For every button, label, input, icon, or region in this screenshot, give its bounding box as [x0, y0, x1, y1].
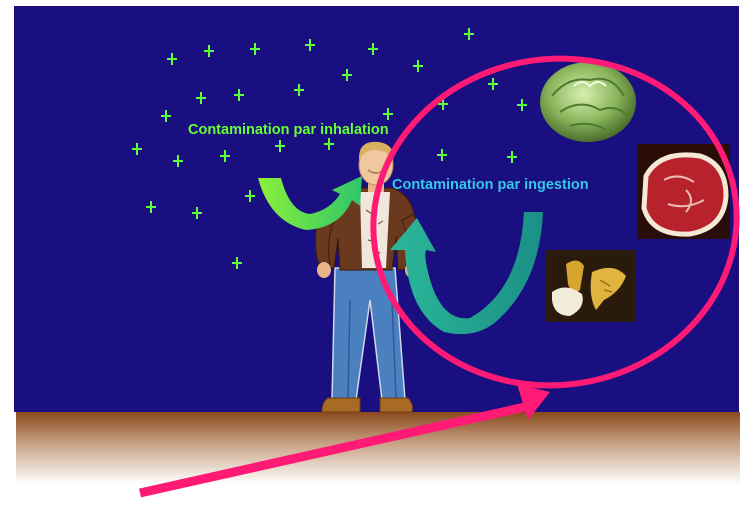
ingestion-label: Contamination par ingestion — [392, 177, 589, 193]
mushroom-icon — [546, 250, 635, 322]
inhalation-label: Contamination par inhalation — [188, 122, 389, 138]
soil-band — [16, 412, 740, 484]
meat-icon — [638, 144, 730, 239]
lettuce-icon — [540, 62, 636, 142]
